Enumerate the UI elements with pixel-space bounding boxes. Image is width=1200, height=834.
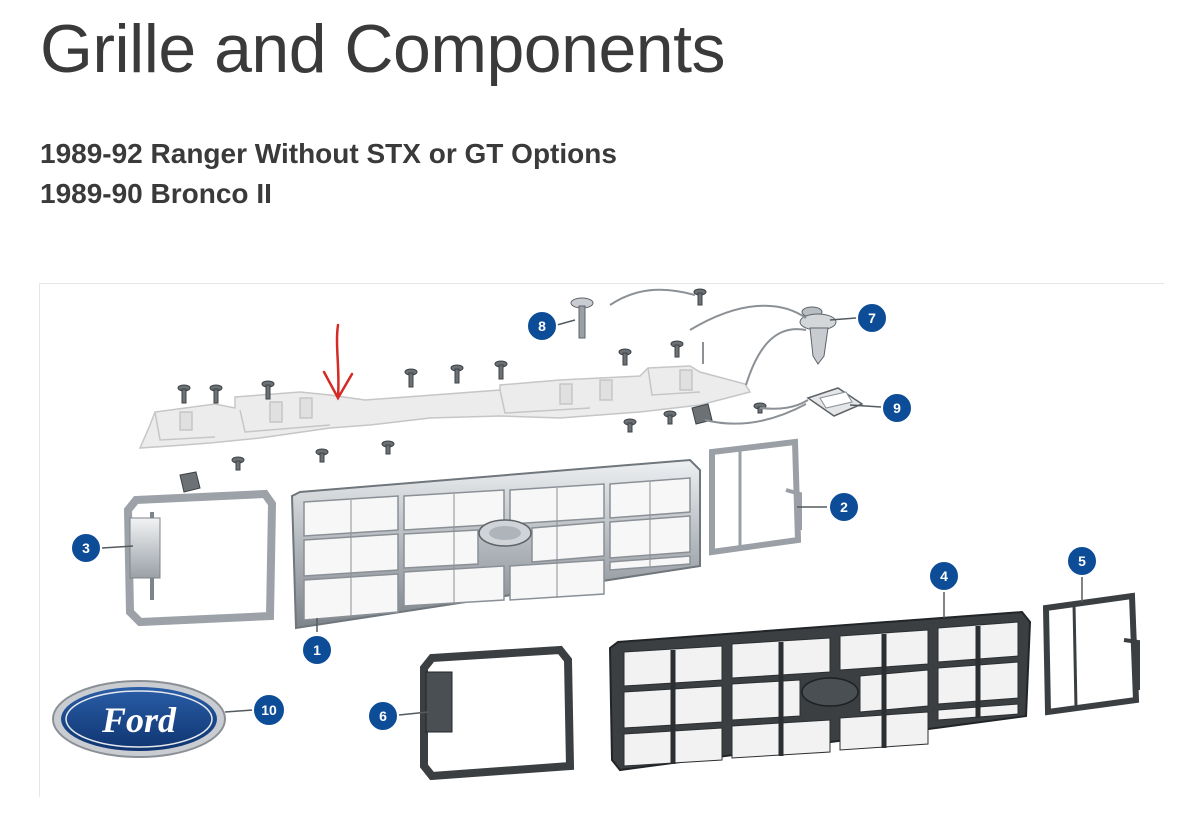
fasteners-group bbox=[177, 288, 767, 493]
subtitle-application-ranger: 1989-92 Ranger Without STX or GT Options bbox=[40, 138, 617, 169]
black-grille-part-4 bbox=[608, 610, 1032, 772]
callout-number: 10 bbox=[261, 702, 277, 718]
screw bbox=[494, 360, 508, 380]
speed-nut bbox=[179, 471, 201, 493]
callout-number: 1 bbox=[313, 642, 321, 658]
emblem-script-text: Ford bbox=[101, 700, 177, 740]
ford-oval-emblem-part-10: Ford bbox=[52, 680, 226, 758]
leader-curves bbox=[609, 288, 809, 425]
callout-number: 5 bbox=[1078, 553, 1086, 569]
callout-9: 9 bbox=[881, 392, 913, 424]
screw bbox=[381, 440, 395, 455]
callout-6: 6 bbox=[367, 700, 399, 732]
screw bbox=[404, 368, 418, 388]
screw bbox=[670, 340, 684, 358]
callout-3: 3 bbox=[70, 532, 102, 564]
diagram-frame bbox=[39, 283, 1164, 797]
annotation-arrow bbox=[322, 323, 354, 401]
push-pin-retainer-part-7 bbox=[799, 306, 837, 365]
callout-5: 5 bbox=[1066, 545, 1098, 577]
callout-1: 1 bbox=[301, 634, 333, 666]
speed-nut bbox=[691, 403, 713, 425]
screw bbox=[618, 348, 632, 366]
screw bbox=[209, 384, 223, 404]
callout-number: 3 bbox=[82, 540, 90, 556]
screw bbox=[315, 448, 329, 463]
callout-2: 2 bbox=[828, 491, 860, 523]
screw bbox=[177, 384, 191, 404]
screw bbox=[231, 456, 245, 471]
callout-8: 8 bbox=[526, 310, 558, 342]
subtitle-application-bronco: 1989-90 Bronco II bbox=[40, 178, 272, 209]
callout-number: 6 bbox=[379, 708, 387, 724]
screw bbox=[663, 410, 677, 425]
callout-number: 9 bbox=[893, 400, 901, 416]
screw-part-8 bbox=[570, 297, 594, 339]
callout-number: 8 bbox=[538, 318, 546, 334]
j-nut-clip-part-9 bbox=[806, 387, 864, 417]
screw bbox=[261, 380, 275, 400]
screw bbox=[693, 288, 707, 306]
chrome-headlamp-door-lh-part-3 bbox=[123, 489, 277, 627]
callout-number: 7 bbox=[868, 310, 876, 326]
black-headlamp-door-rh-part-5 bbox=[1042, 592, 1140, 716]
callout-7: 7 bbox=[856, 302, 888, 334]
callout-number: 4 bbox=[940, 568, 948, 584]
screw bbox=[623, 418, 637, 433]
grille-reinforcement-bracket bbox=[138, 365, 752, 449]
callout-number: 2 bbox=[840, 499, 848, 515]
callout-10: 10 bbox=[252, 693, 286, 727]
screw bbox=[450, 364, 464, 384]
page-title: Grille and Components bbox=[40, 11, 725, 87]
callout-4: 4 bbox=[928, 560, 960, 592]
black-headlamp-door-lh-part-6 bbox=[420, 645, 575, 781]
chrome-grille-part-1 bbox=[290, 458, 701, 630]
callout-leader-lines bbox=[101, 317, 1083, 716]
chrome-headlamp-door-rh-part-2 bbox=[709, 438, 802, 556]
